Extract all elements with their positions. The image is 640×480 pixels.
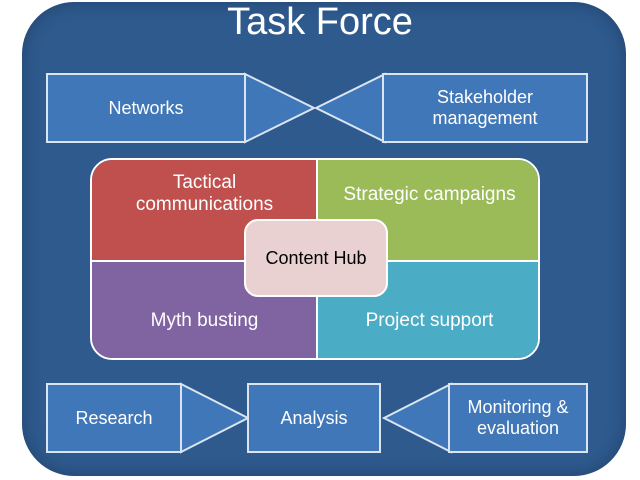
analysis-label: Analysis [280,407,348,428]
project-support-label: Project support [365,310,494,331]
content-hub: Content Hub [244,219,388,297]
networks-label: Networks [108,97,184,118]
monitoring-arrow [381,382,452,454]
stakeholder-arrow [313,72,386,144]
myth-busting-label: Myth busting [150,310,259,331]
research-label: Research [75,407,153,428]
stakeholder-label: Stakeholder management [432,87,538,128]
research-arrow [180,382,251,454]
diagram-title: Task Force [227,1,413,43]
analysis-box: Analysis [247,383,381,453]
tactical-communications-label: Tactical communications [135,172,274,215]
monitoring-evaluation-label: Monitoring & evaluation [467,397,569,438]
networks-box: Networks [46,73,246,143]
content-hub-label: Content Hub [265,247,367,268]
stakeholder-box: Stakeholder management [382,73,588,143]
strategic-campaigns-label: Strategic campaigns [343,184,516,205]
tactical-communications-quadrant: Tactical communications [92,160,317,261]
research-box: Research [46,383,182,453]
monitoring-evaluation-box: Monitoring & evaluation [448,383,588,453]
networks-arrow [244,72,317,144]
